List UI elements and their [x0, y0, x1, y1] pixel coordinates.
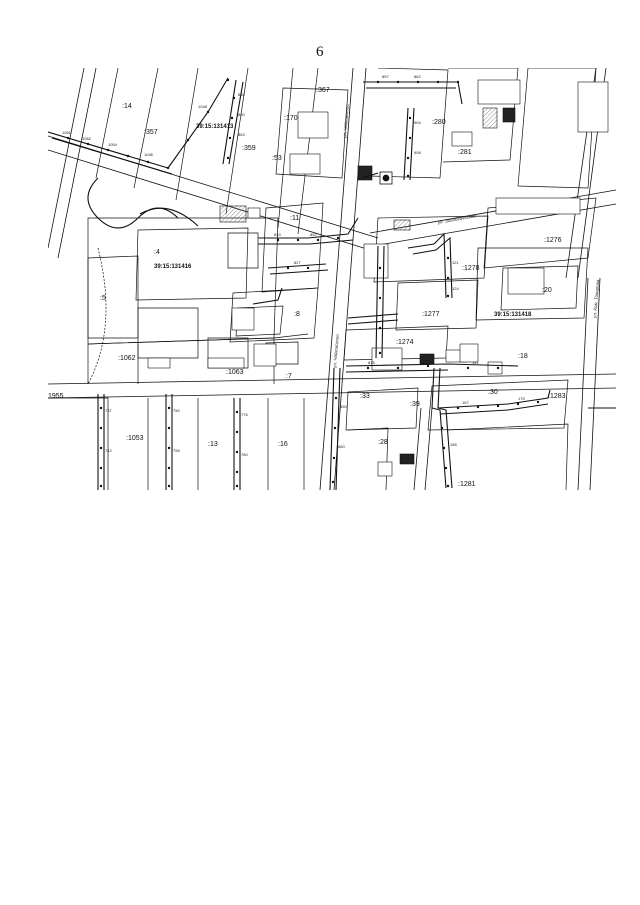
svg-text:737: 737	[105, 408, 112, 413]
svg-text:742: 742	[105, 448, 112, 453]
svg-text:857: 857	[382, 74, 389, 79]
svg-text:755: 755	[173, 448, 180, 453]
svg-text:650: 650	[340, 404, 347, 409]
svg-text:167: 167	[462, 400, 469, 405]
point-numbers: 1061 1062 1054 1046 1048 855 860 863 857…	[62, 74, 525, 457]
svg-text:141: 141	[472, 360, 479, 365]
svg-text:860: 860	[238, 112, 245, 117]
parcel-label: :5	[100, 295, 106, 302]
parcel-label: :30	[488, 389, 498, 396]
svg-text:862: 862	[414, 74, 421, 79]
parcel-label: :4	[154, 249, 160, 256]
parcel-label: :53	[272, 155, 282, 162]
block-label: 39:15:131413	[196, 124, 234, 130]
svg-text:ул. Ком. Томарова: ул. Ком. Томарова	[592, 279, 600, 319]
svg-text:863: 863	[238, 132, 245, 137]
svg-text:815: 815	[368, 360, 375, 365]
svg-text:750: 750	[173, 408, 180, 413]
side-label: 1955	[48, 393, 64, 400]
parcel-label: :28	[378, 439, 388, 446]
svg-text:660: 660	[338, 444, 345, 449]
buildings	[147, 79, 609, 477]
svg-text:1062: 1062	[82, 136, 92, 141]
block-label: 39:15:131416	[154, 264, 192, 270]
map-marker-icon	[379, 171, 393, 185]
parcel-boundaries	[48, 68, 597, 490]
parcel-label: :359	[242, 145, 256, 152]
svg-text:ул. Чайковского: ул. Чайковского	[341, 103, 350, 139]
svg-text:ул. Зоологическая: ул. Зоологическая	[436, 213, 477, 225]
parcel-label: :357	[144, 129, 158, 136]
parcel-label: :1062	[118, 355, 136, 362]
parcel-label: :1276	[544, 237, 562, 244]
svg-text:852: 852	[310, 232, 317, 237]
parcel-label: :281	[458, 149, 472, 156]
parcel-label: :1278	[462, 265, 480, 272]
svg-text:827: 827	[294, 260, 301, 265]
parcel-label: :1277	[422, 311, 440, 318]
block-label: 39:15:131418	[494, 312, 532, 318]
svg-text:1048: 1048	[198, 104, 208, 109]
svg-text:780: 780	[241, 452, 248, 457]
svg-text:1061: 1061	[62, 130, 72, 135]
svg-text:185: 185	[450, 442, 457, 447]
parcel-label: :33	[360, 393, 370, 400]
parcel-labels: :14 :357 :359 :367 :170 :53 :280 :281 :4…	[48, 87, 566, 488]
parcel-label: :16	[278, 441, 288, 448]
svg-text:124: 124	[452, 286, 459, 291]
street-labels: ул. Чайковского ул. Зоологическая ул. Ко…	[331, 103, 600, 369]
svg-text:ул. Чайковского: ул. Чайковского	[331, 333, 340, 369]
svg-text:904: 904	[414, 120, 421, 125]
cadastral-block-labels: 39:15:131413 39:15:131416 39:15:131418	[154, 124, 532, 318]
page-number: 6	[316, 44, 324, 60]
parcel-label: :367	[316, 87, 330, 94]
parcel-label: :13	[208, 441, 218, 448]
svg-text:849: 849	[274, 232, 281, 237]
survey-points	[66, 78, 540, 488]
parcel-label: :14	[122, 103, 132, 110]
parcel-label: :1281	[458, 481, 476, 488]
svg-text:855: 855	[238, 92, 245, 97]
parcel-label: :20	[542, 287, 552, 294]
svg-text:776: 776	[241, 412, 248, 417]
svg-text:1046: 1046	[144, 152, 154, 157]
parcel-label: :18	[518, 353, 528, 360]
parcel-label: :7	[286, 373, 292, 380]
parcel-label: :1283	[548, 393, 566, 400]
parcel-label: :1063	[226, 369, 244, 376]
parcel-label: :170	[284, 115, 298, 122]
parcel-label: :1274	[396, 339, 414, 346]
parcel-label: :1053	[126, 435, 144, 442]
svg-text:121: 121	[452, 260, 459, 265]
parcel-label: :8	[294, 311, 300, 318]
parcel-label: :39	[410, 401, 420, 408]
svg-text:1054: 1054	[108, 142, 118, 147]
parcel-label: :280	[432, 119, 446, 126]
cadastral-map: 1061 1062 1054 1046 1048 855 860 863 857…	[48, 68, 616, 490]
svg-text:908: 908	[414, 150, 421, 155]
svg-text:175: 175	[518, 396, 525, 401]
map-drawing: 1061 1062 1054 1046 1048 855 860 863 857…	[48, 68, 616, 490]
parcel-label: :11	[290, 215, 299, 222]
